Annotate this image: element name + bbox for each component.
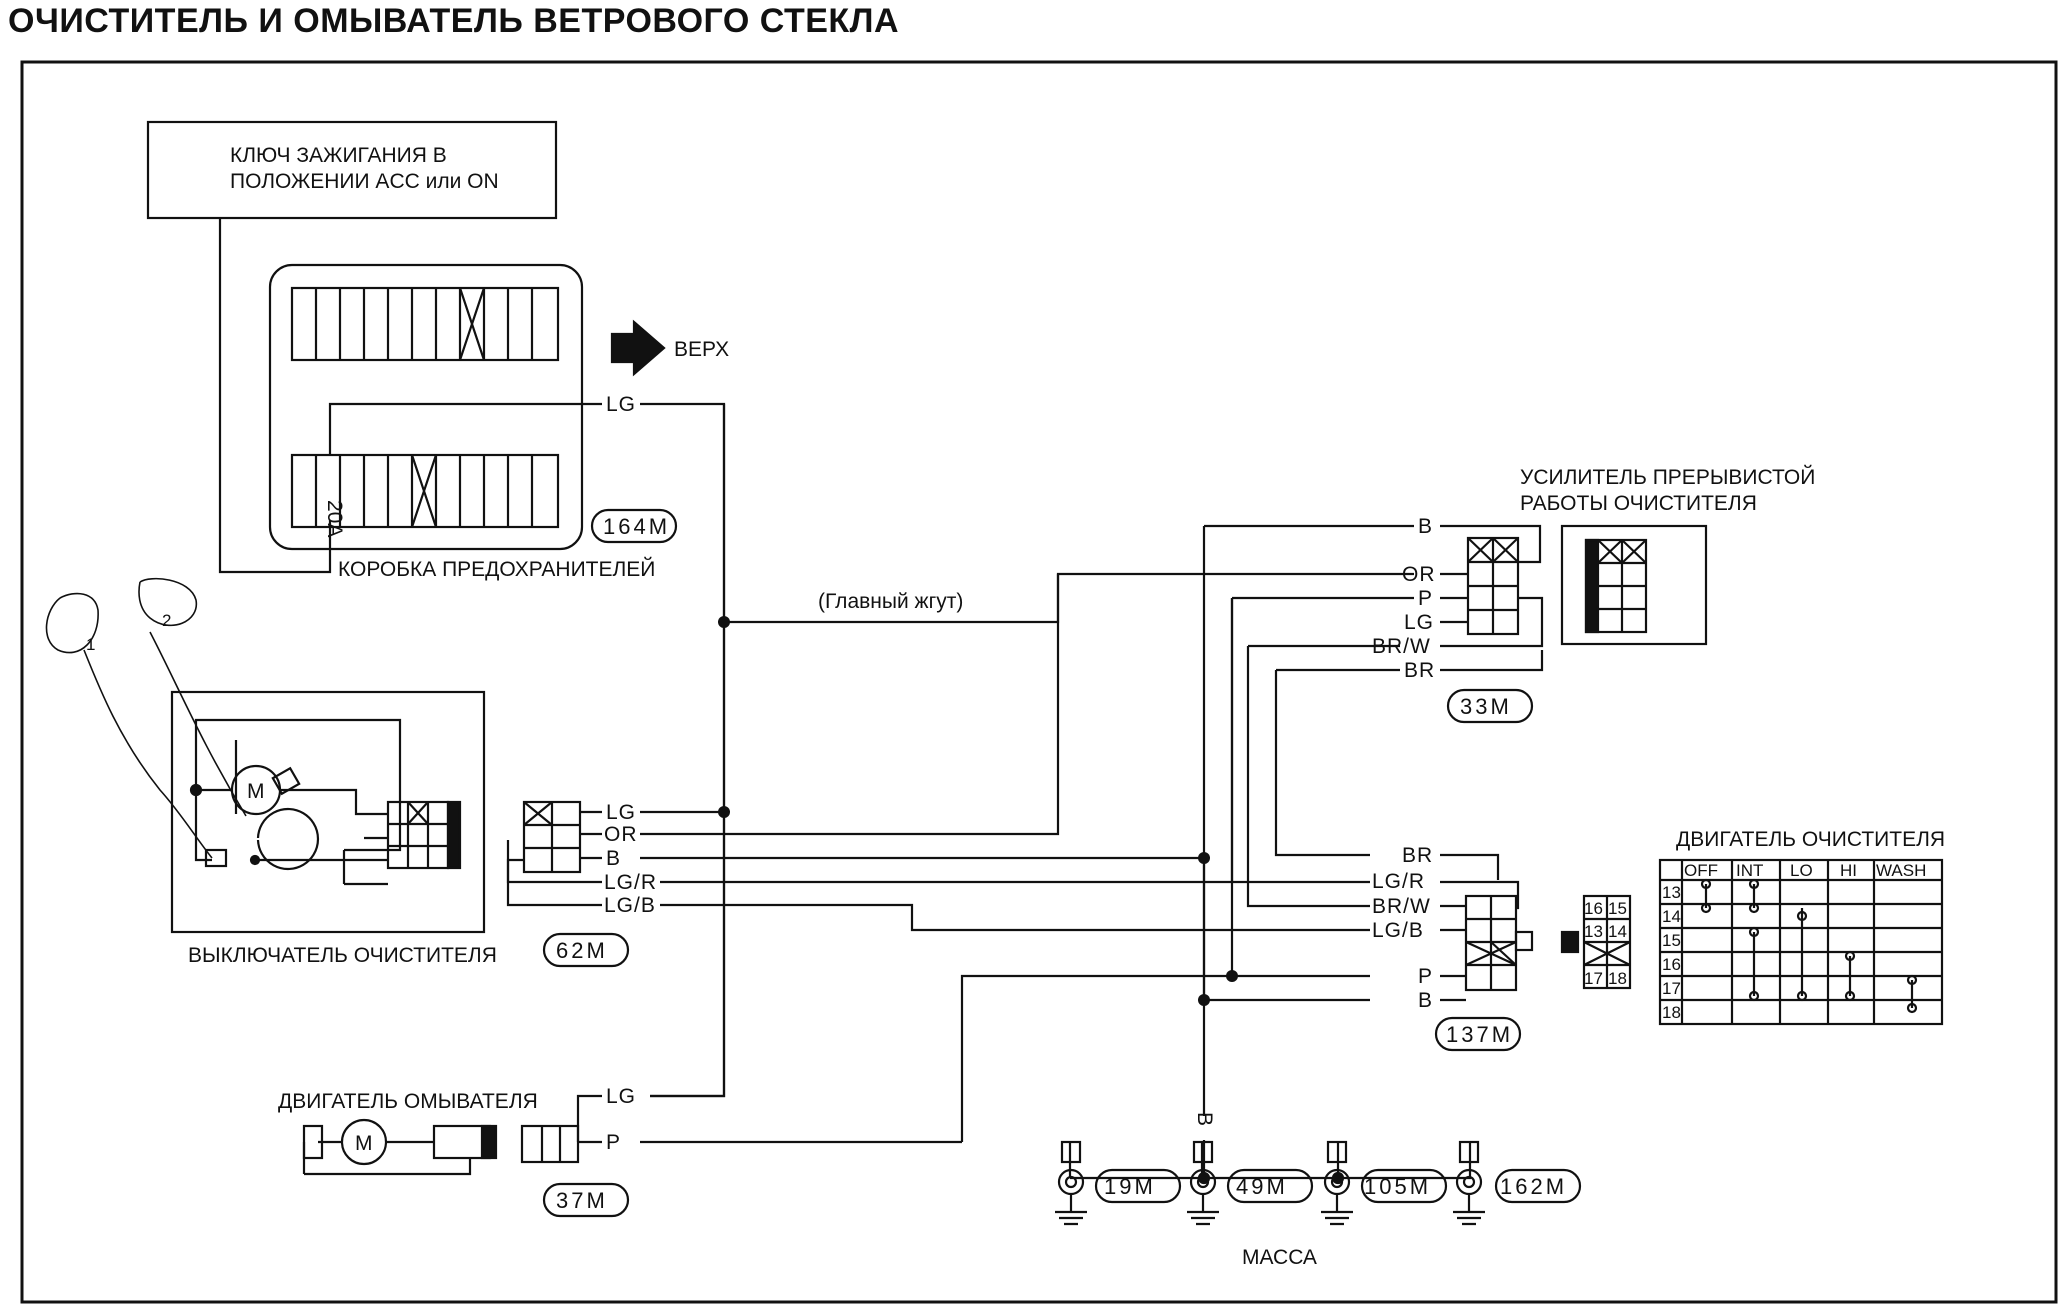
annotation-2	[138, 577, 247, 817]
ground-code-105m: 105M	[1364, 1174, 1431, 1199]
pin-14: 14	[1608, 922, 1627, 941]
washer-label: ДВИГАТЕЛЬ ОМЫВАТЕЛЯ	[278, 1090, 538, 1113]
switch-wire-lgr: LG/R	[604, 871, 657, 894]
table-col-off: OFF	[1684, 861, 1718, 880]
amp-wire-b: B	[1418, 515, 1433, 538]
ground-code-162m: 162M	[1500, 1174, 1567, 1199]
fuse-box	[268, 263, 584, 551]
washer-connector	[520, 1124, 580, 1164]
pin-15: 15	[1608, 899, 1627, 918]
motor-label: ДВИГАТЕЛЬ ОЧИСТИТЕЛЯ	[1676, 828, 1945, 851]
motor-wire-lgb: LG/B	[1372, 919, 1424, 942]
motor-wire-lgr: LG/R	[1372, 870, 1425, 893]
main-harness-label: (Главный жгут)	[818, 590, 963, 613]
switch-motor-letter: M	[247, 780, 265, 803]
annotation-label-1: 1	[86, 635, 95, 654]
ignition-label-2: ПОЛОЖЕНИИ ACC или ON	[230, 170, 499, 193]
motor-connector-code: 137M	[1446, 1022, 1513, 1047]
switch-wire-or: OR	[604, 823, 638, 846]
amp-wire-lg: LG	[1404, 611, 1434, 634]
washer-connector-code: 37M	[556, 1188, 608, 1213]
motor-wire-brw: BR/W	[1372, 895, 1431, 918]
pin-18: 18	[1608, 969, 1627, 988]
washer-motor	[302, 1118, 498, 1176]
fuse-strip-upper	[290, 286, 560, 362]
ground-wire-b: B	[1193, 1112, 1216, 1127]
amp-wire-p: P	[1418, 587, 1433, 610]
ignition-label-1: КЛЮЧ ЗАЖИГАНИЯ В	[230, 144, 447, 167]
switch-connector-code: 62M	[556, 938, 608, 963]
table-col-hi: HI	[1840, 861, 1857, 880]
pin-17: 17	[1584, 969, 1603, 988]
up-label: ВЕРХ	[674, 338, 729, 361]
table-col-lo: LO	[1790, 861, 1813, 880]
up-arrow-icon	[610, 319, 666, 377]
ground-label: МАССА	[1242, 1246, 1317, 1269]
ground-code-49m: 49M	[1236, 1174, 1288, 1199]
switch-connector	[522, 800, 582, 874]
amp-connector	[1466, 536, 1520, 636]
diagram-frame	[20, 60, 2058, 1304]
washer-wire-p: P	[606, 1131, 621, 1154]
table-row-14: 14	[1662, 907, 1681, 926]
motor-pin-connector	[1560, 894, 1632, 990]
switch-wire-lgb: LG/B	[604, 894, 656, 917]
fuse-connector-code: 164M	[603, 514, 670, 539]
amp-label-2: РАБОТЫ ОЧИСТИТЕЛЯ	[1520, 492, 1757, 515]
motor-connector	[1464, 894, 1534, 992]
fuse-strip-lower	[290, 453, 560, 529]
wiper-switch-internal	[189, 718, 462, 886]
pin-13: 13	[1584, 922, 1603, 941]
fuse-rating: 20A	[323, 500, 346, 537]
switch-table	[1658, 858, 1944, 1026]
wiper-switch-box	[170, 690, 486, 934]
amp-wire-br: BR	[1404, 659, 1435, 682]
table-row-18: 18	[1662, 1003, 1681, 1022]
amp-wire-brw: BR/W	[1372, 635, 1431, 658]
fuse-wire-lg: LG	[606, 393, 636, 416]
ignition-box	[146, 120, 558, 220]
amp-detail-connector	[1584, 538, 1648, 634]
amp-detail-box	[1560, 524, 1708, 646]
annotation-1	[45, 592, 213, 859]
washer-wire-lg: LG	[606, 1085, 636, 1108]
fuse-box-label: КОРОБКА ПРЕДОХРАНИТЕЛЕЙ	[338, 557, 655, 581]
page-title: ОЧИСТИТЕЛЬ И ОМЫВАТЕЛЬ ВЕТРОВОГО СТЕКЛА	[8, 2, 900, 40]
ground-connectors	[1055, 1140, 1485, 1226]
switch-wire-lg: LG	[606, 801, 636, 824]
switch-wire-b: B	[606, 847, 621, 870]
table-col-int: INT	[1736, 861, 1763, 880]
annotation-label-2: 2	[162, 611, 171, 630]
table-col-wash: WASH	[1876, 861, 1926, 880]
washer-motor-letter: M	[355, 1132, 373, 1155]
ground-code-19m: 19M	[1104, 1174, 1156, 1199]
table-row-17: 17	[1662, 979, 1681, 998]
table-row-16: 16	[1662, 955, 1681, 974]
motor-wire-p: P	[1418, 965, 1433, 988]
table-row-15: 15	[1662, 931, 1681, 950]
amp-label-1: УСИЛИТЕЛЬ ПРЕРЫВИСТОЙ	[1520, 465, 1815, 489]
amp-wire-or: OR	[1402, 563, 1436, 586]
motor-wire-b: B	[1418, 989, 1433, 1012]
amp-connector-code: 33M	[1460, 694, 1512, 719]
pin-16: 16	[1584, 899, 1603, 918]
switch-label: ВЫКЛЮЧАТЕЛЬ ОЧИСТИТЕЛЯ	[188, 944, 497, 967]
table-row-13: 13	[1662, 883, 1681, 902]
motor-wire-br: BR	[1402, 844, 1433, 867]
